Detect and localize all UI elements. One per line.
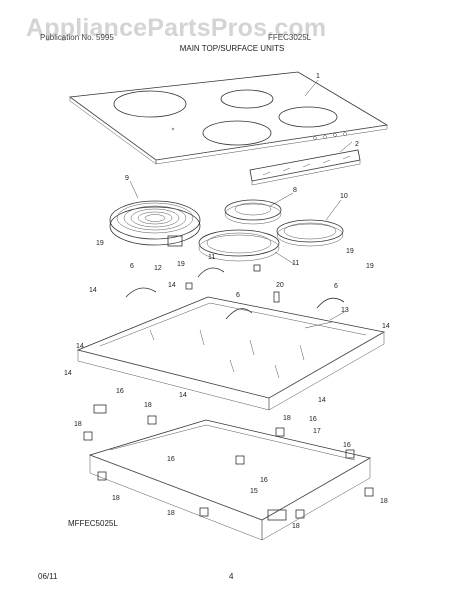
element-clamps <box>125 267 345 320</box>
callout-18-far-right: 18 <box>380 498 388 505</box>
small-radiant-element <box>224 199 282 225</box>
dual-radiant-element <box>198 229 280 262</box>
publication-number: Publication No. 5995 <box>40 33 114 42</box>
callout-16-mid: 16 <box>167 456 175 463</box>
callout-20: 20 <box>276 282 284 289</box>
callout-18-bottom: 18 <box>167 510 175 517</box>
glass-cooktop <box>68 71 389 165</box>
callout-10: 10 <box>340 193 348 200</box>
loose-clips <box>83 404 374 519</box>
callout-6-right: 6 <box>334 283 338 290</box>
section-title: MAIN TOP/SURFACE UNITS <box>179 44 285 53</box>
callout-6-mid: 6 <box>236 292 240 299</box>
callout-19-far-right: 19 <box>366 263 374 270</box>
callout-1: 1 <box>316 73 320 80</box>
footer-page-number: 4 <box>229 572 234 581</box>
callout-13: 13 <box>341 307 349 314</box>
callout-16-left: 16 <box>116 388 124 395</box>
callout-19-mid: 19 <box>177 261 185 268</box>
site-watermark: AppliancePartsPros.com <box>26 14 327 42</box>
callout-9: 9 <box>125 175 129 182</box>
medium-radiant-element <box>276 219 344 247</box>
callout-18-top: 18 <box>144 402 152 409</box>
callout-14-lower-left: 14 <box>64 370 72 377</box>
callout-18-bottom-left: 18 <box>112 495 120 502</box>
callout-14-lower-right: 14 <box>318 397 326 404</box>
callout-14-bottom: 14 <box>179 392 187 399</box>
callout-18-left: 18 <box>74 421 82 428</box>
callout-14-right: 14 <box>382 323 390 330</box>
bottom-chassis <box>88 419 372 541</box>
callout-11-mid: 11 <box>208 254 215 261</box>
control-bracket <box>249 149 361 186</box>
callout-2: 2 <box>355 141 359 148</box>
model-number: FFEC3025L <box>268 33 312 42</box>
leader-lines <box>129 79 353 329</box>
footer-date: 06/11 <box>38 572 58 581</box>
callout-16-right: 16 <box>309 416 317 423</box>
callout-15: 15 <box>250 488 258 495</box>
callout-12: 12 <box>154 265 162 272</box>
callout-11: 11 <box>292 260 299 267</box>
callout-19-right: 19 <box>346 248 354 255</box>
callout-6-left: 6 <box>130 263 134 270</box>
callout-labels: 1 2 8 9 10 11 12 13 14 15 16 17 18 19 20… <box>64 73 390 530</box>
callout-17: 17 <box>313 428 321 435</box>
callout-8: 8 <box>293 187 297 194</box>
callout-14-mid: 14 <box>168 282 176 289</box>
diagram-model-code: MFFEC5025L <box>68 519 118 528</box>
callout-16-far-right: 16 <box>343 442 351 449</box>
small-clips <box>185 264 280 303</box>
large-radiant-element <box>109 200 201 247</box>
callout-18-bottom-right: 18 <box>292 523 300 530</box>
callout-14-left: 14 <box>76 343 84 350</box>
callout-14-top: 14 <box>89 287 97 294</box>
callout-16-bottom: 16 <box>260 477 268 484</box>
callout-18-mid: 18 <box>283 415 291 422</box>
top-tray <box>76 296 386 411</box>
callout-19-left: 19 <box>96 240 104 247</box>
